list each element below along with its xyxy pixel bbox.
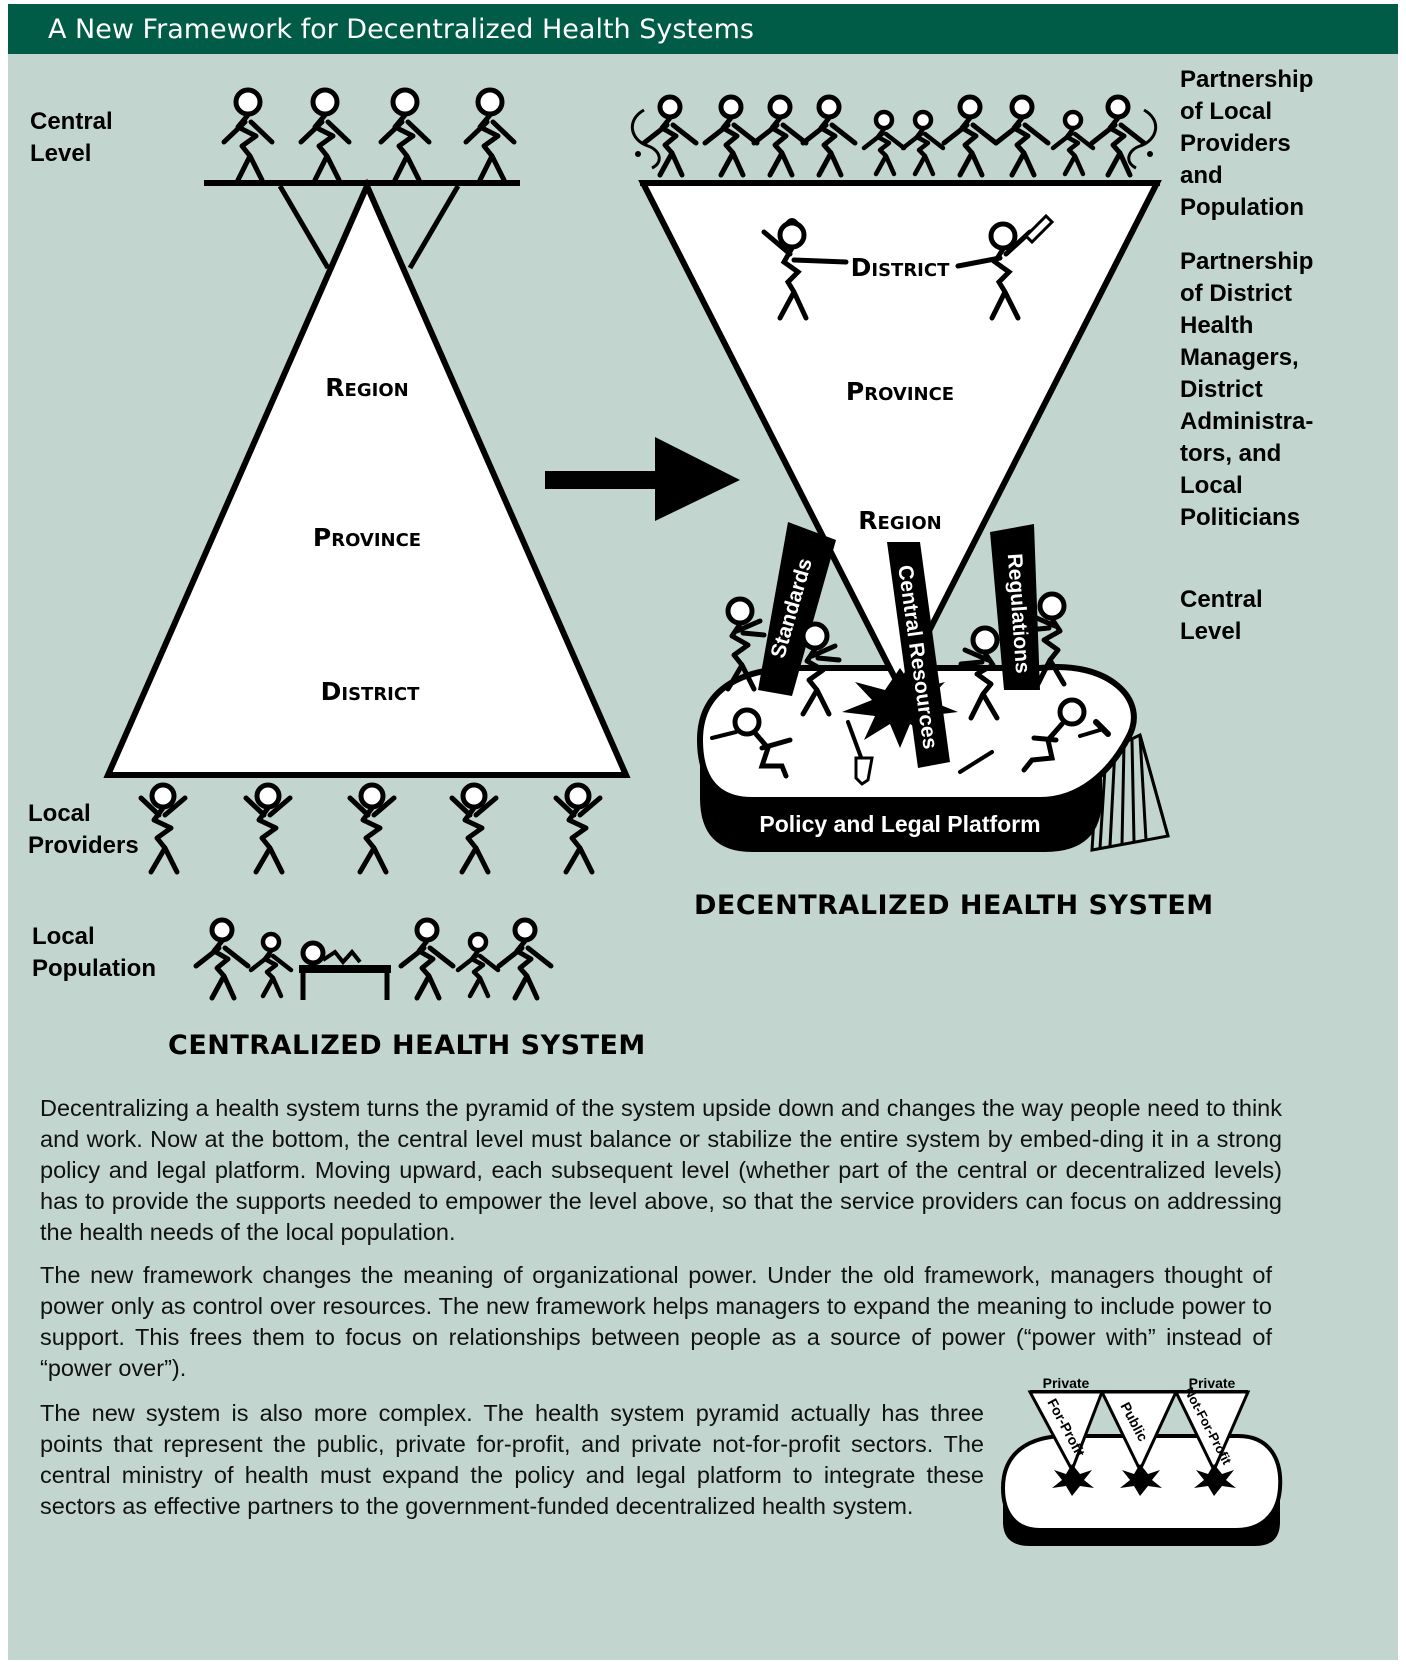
level-region: Region	[325, 373, 408, 402]
label-local-partnership: Partnership of Local Providers and Popul…	[1180, 66, 1314, 221]
platform-label: Policy and Legal Platform	[759, 811, 1040, 837]
paragraph-1: Decentralizing a health system turns the…	[40, 1095, 1282, 1245]
patient-bed	[299, 965, 391, 973]
local-population-group	[196, 920, 551, 1000]
decentralized-system: Policy and Legal Platform Standards Cent…	[631, 97, 1170, 852]
stethoscope-icon	[631, 108, 661, 170]
inset-private-right: Private	[1189, 1375, 1236, 1391]
label-central-level-left: Central Level	[30, 108, 113, 167]
figure-title: A New Framework for Decentralized Health…	[48, 14, 754, 45]
paragraph-2: The new framework changes the meaning of…	[40, 1262, 1272, 1381]
screwdriver-icon	[958, 750, 994, 774]
title-bar: A New Framework for Decentralized Health…	[8, 4, 1398, 54]
stethoscope-icon	[1127, 108, 1157, 170]
label-district-partnership: Partnership of District Health Managers,…	[1180, 248, 1314, 531]
label-local-population: Local Population	[32, 923, 156, 982]
local-partnership-figures	[631, 97, 1157, 175]
dec-level-district: District	[851, 253, 950, 282]
pyramid-triangle	[103, 178, 631, 778]
transformation-arrow	[545, 437, 740, 521]
label-local-providers: Local Providers	[28, 800, 139, 859]
pillar-regulations: Regulations	[990, 524, 1040, 690]
dec-level-region: Region	[858, 506, 941, 535]
platform-workers	[710, 697, 1111, 786]
dec-level-province: Province	[846, 377, 954, 406]
sector-inset: Private Private For-Profit Public Not-Fo…	[1000, 1375, 1283, 1546]
shovel-icon	[846, 720, 864, 762]
local-provider-figures	[141, 785, 600, 872]
inset-private-left: Private	[1043, 1375, 1090, 1391]
central-level-figures	[224, 90, 514, 180]
level-province: Province	[313, 523, 421, 552]
centralized-pyramid: Region Province District	[103, 90, 631, 1000]
caption-centralized: CENTRALIZED HEALTH SYSTEM	[168, 1030, 646, 1061]
caption-decentralized: DECENTRALIZED HEALTH SYSTEM	[694, 890, 1214, 921]
level-district: District	[321, 677, 420, 706]
paragraph-3: The new system is also more complex. The…	[40, 1400, 984, 1519]
district-manager-figures	[761, 213, 1055, 321]
pencil-icon	[1023, 213, 1055, 245]
label-central-level-right: Central Level	[1180, 586, 1263, 645]
